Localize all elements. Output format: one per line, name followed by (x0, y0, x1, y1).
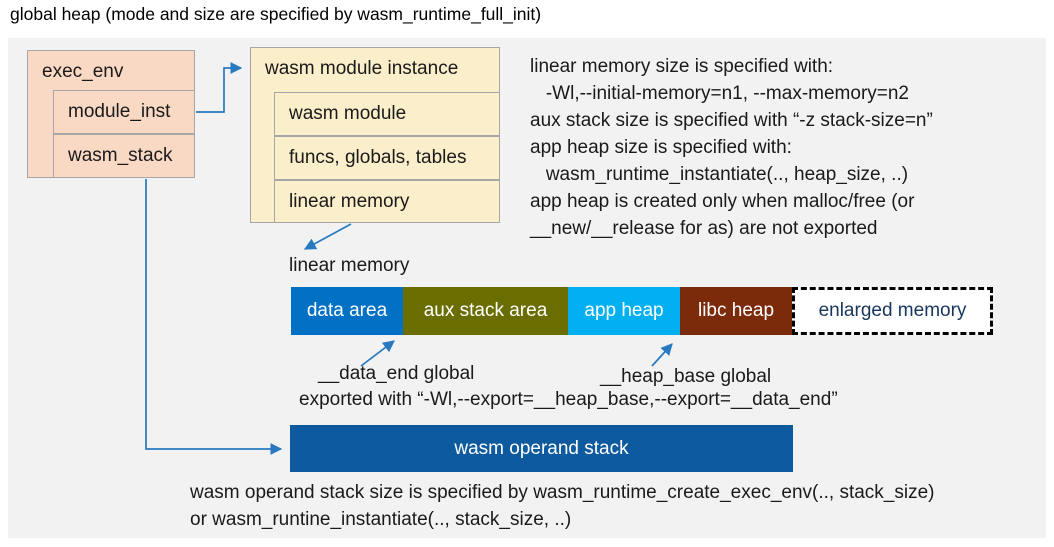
note-line: aux stack size is specified with “-z sta… (530, 110, 933, 131)
wasm-module-box: wasm module (274, 92, 500, 136)
exec-env-label: exec_env (42, 61, 124, 82)
wasm-stack-box: wasm_stack (53, 134, 195, 178)
note-line: -Wl,--initial-memory=n1, --max-memory=n2 (530, 83, 909, 104)
funcs-globals-tables-label: funcs, globals, tables (289, 147, 467, 168)
segment-enlarged-memory: enlarged memory (792, 287, 993, 335)
funcs-globals-tables-box: funcs, globals, tables (274, 136, 500, 180)
module-inst-box: module_inst (53, 90, 195, 134)
heap-base-global-label: __heap_base global (600, 366, 772, 387)
linear-memory-label: linear memory (289, 255, 410, 276)
segment-aux-stack-area: aux stack area (403, 287, 568, 335)
note-line: wasm_runtime_instantiate(.., heap_size, … (530, 164, 909, 185)
operand-stack-note: wasm operand stack size is specified by … (190, 480, 935, 533)
segment-app-heap: app heap (568, 287, 680, 335)
exported-with-label: exported with “-Wl,--export=__heap_base,… (299, 389, 838, 410)
linear-memory-row-label: linear memory (289, 190, 410, 212)
note-line: app heap size is specified with: (530, 137, 792, 158)
wasm-module-label: wasm module (289, 103, 407, 124)
wasm-stack-label: wasm_stack (68, 145, 173, 166)
note-line: wasm operand stack size is specified by … (190, 482, 935, 503)
note-line: or wasm_runtine_instantiate(.., stack_si… (190, 508, 572, 530)
segment-libc-heap: libc heap (680, 287, 792, 335)
data-end-global-label: __data_end global (318, 363, 475, 384)
page-title: global heap (mode and size are specified… (10, 4, 542, 24)
note-line: linear memory size is specified with: (530, 56, 834, 77)
size-notes: linear memory size is specified with: -W… (530, 53, 933, 242)
linear-memory-row-box: linear memory (274, 180, 500, 223)
segment-data-area: data area (291, 287, 403, 335)
wasm-operand-stack-label: wasm operand stack (454, 437, 629, 459)
note-line: __new/__release for as) are not exported (530, 218, 878, 239)
note-line: app heap is created only when malloc/fre… (530, 191, 915, 212)
wasm-module-instance-label: wasm module instance (265, 58, 459, 79)
wasm-operand-stack-bar: wasm operand stack (290, 425, 793, 472)
module-inst-label: module_inst (68, 101, 171, 122)
